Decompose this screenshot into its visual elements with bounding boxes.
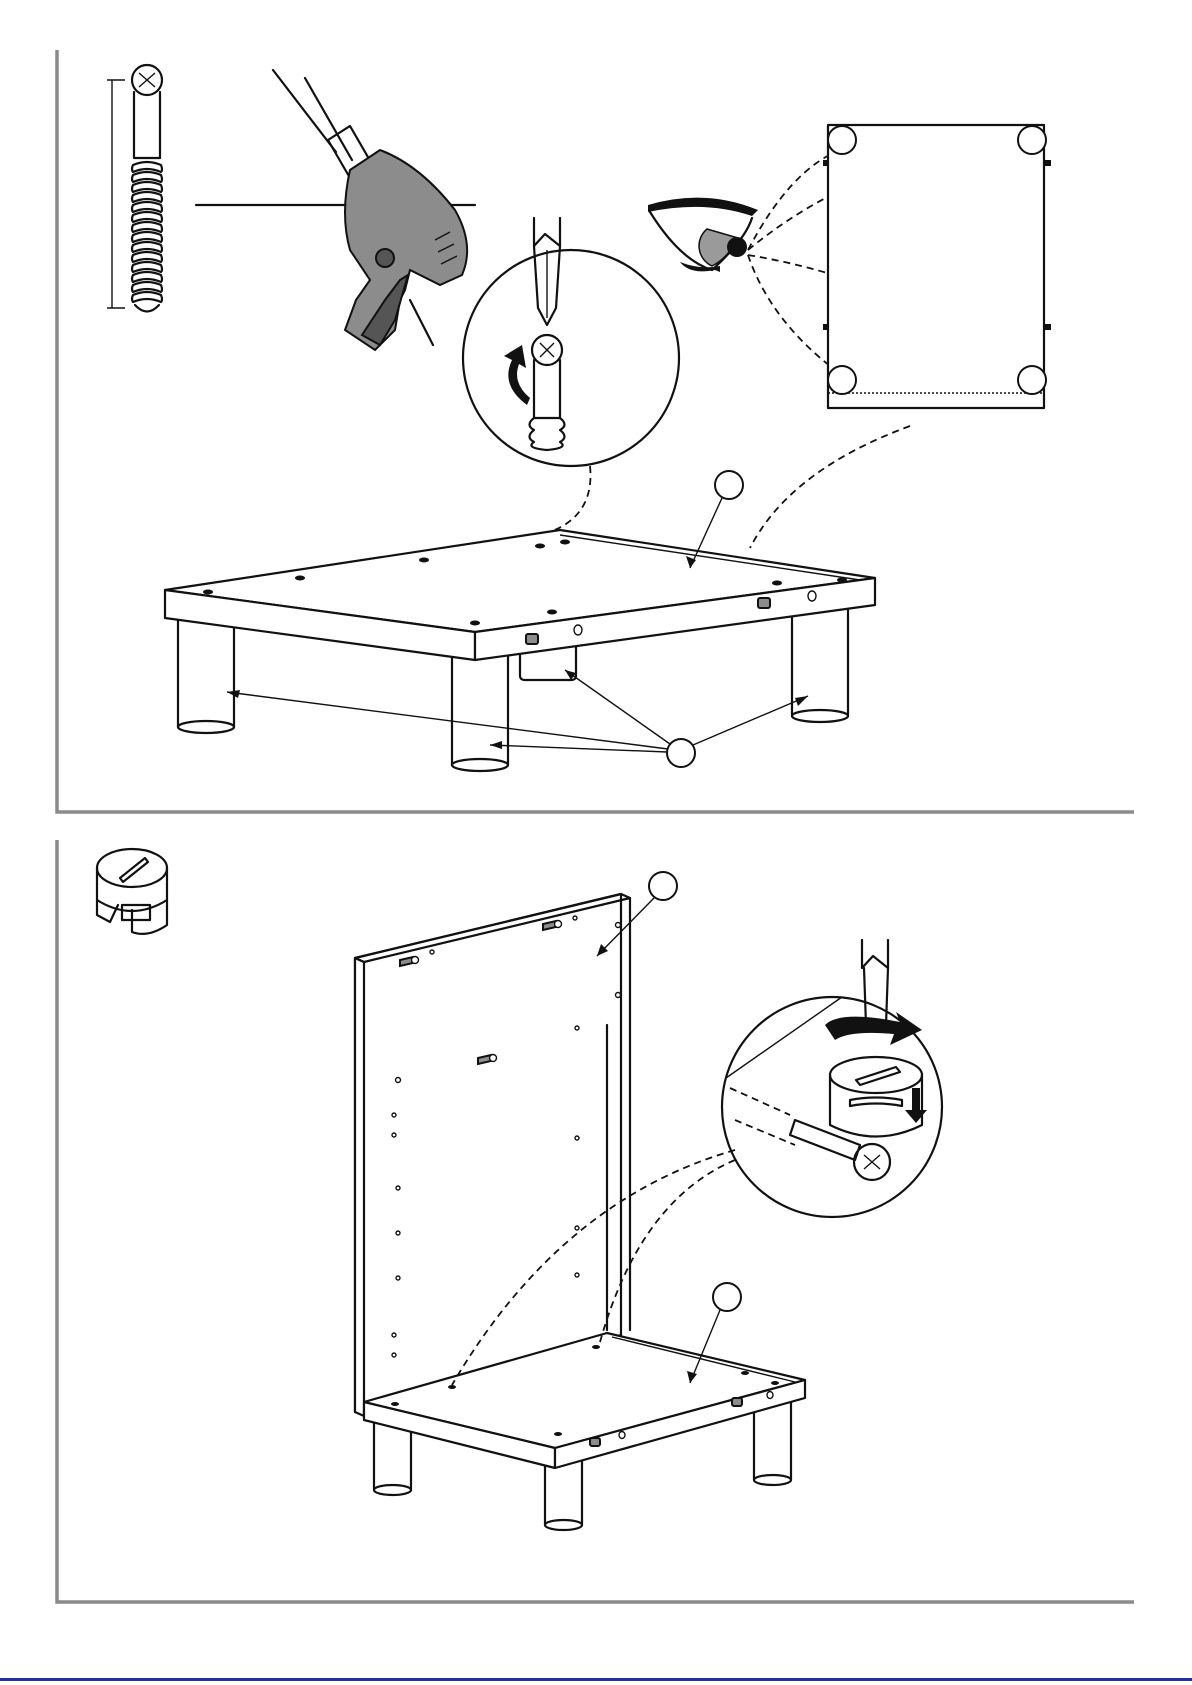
screw-thread-coil	[132, 272, 162, 282]
screwdriver-icon	[534, 218, 560, 325]
page-bottom-rule	[0, 1678, 1192, 1681]
screw-thread-coil	[132, 222, 162, 232]
part-callout-side	[649, 872, 677, 900]
part-callout-bottom	[713, 1283, 741, 1311]
screw-thread-coil	[132, 282, 162, 292]
screw-thread-coil	[132, 192, 162, 202]
down-arrow-icon	[905, 1088, 927, 1123]
screw-thread-coil	[132, 252, 162, 262]
part-callout-legs	[667, 739, 695, 767]
rotate-arrow-icon	[504, 345, 530, 405]
screw-thread-coil	[132, 242, 162, 252]
top-view-panel	[750, 125, 1051, 548]
drill-icon	[196, 70, 475, 350]
rotate-arrow-icon	[825, 1012, 922, 1045]
screw-thread-coil	[132, 262, 162, 272]
screwdriver-icon	[862, 940, 888, 1025]
screw-thread-coil	[132, 232, 162, 242]
part-callout-panel	[715, 471, 743, 499]
screw-tip	[135, 305, 159, 312]
bottom-panel-assembly	[165, 471, 875, 771]
cam-lock-icon	[97, 849, 167, 934]
screw-thread-coil	[132, 162, 162, 172]
screw-thread-coil	[132, 292, 162, 302]
screw-icon	[107, 65, 162, 312]
screw-thread-coil	[132, 202, 162, 212]
screwdriver-detail	[463, 218, 679, 532]
screw-thread-coil	[132, 212, 162, 222]
cam-lock-detail	[722, 940, 942, 1217]
screw-thread-coil	[132, 182, 162, 192]
screw-thread-coil	[132, 172, 162, 182]
side-panel-assembly	[355, 872, 805, 1530]
